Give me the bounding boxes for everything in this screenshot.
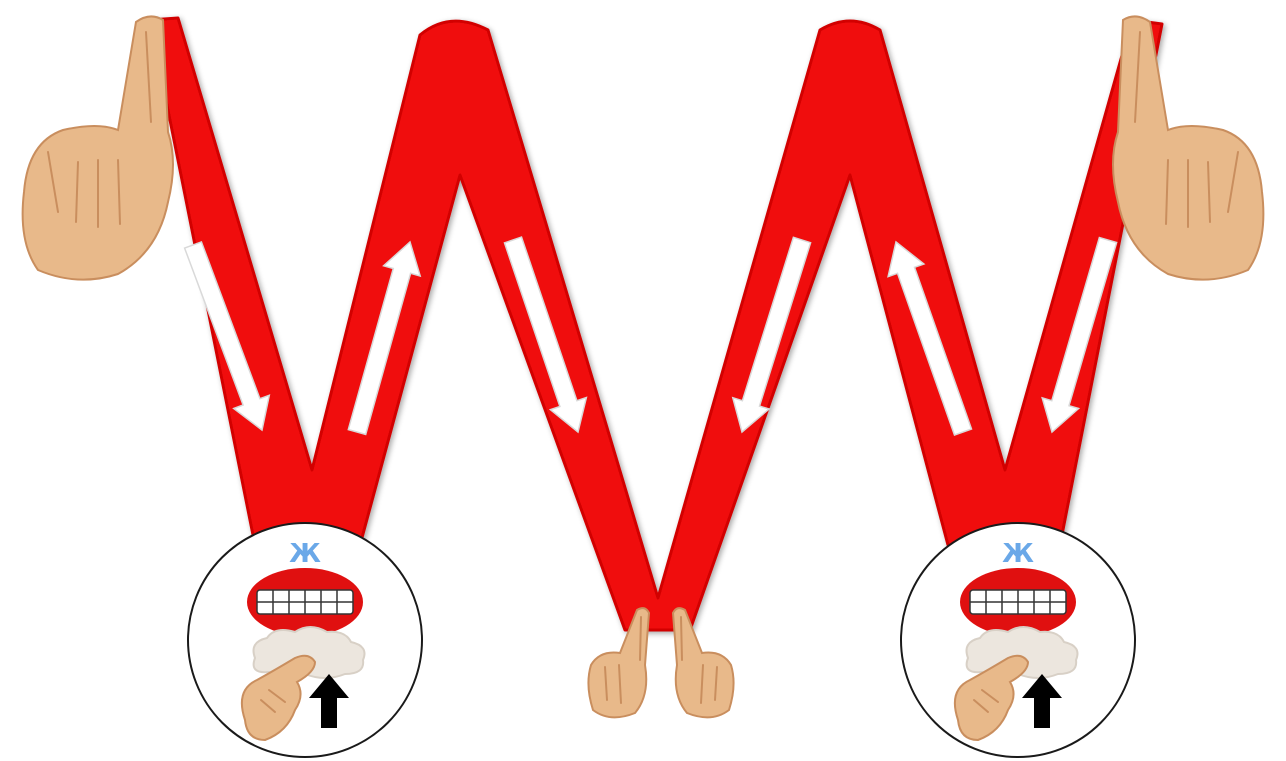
zh-letter-symbol: Ж xyxy=(289,539,321,569)
hand-top-left-icon xyxy=(23,16,173,279)
mouth-teeth-icon xyxy=(247,568,363,636)
hand-bottom-center-left-icon xyxy=(588,608,649,717)
hand-top-right-icon xyxy=(1113,16,1263,279)
mouth-teeth-icon xyxy=(960,568,1076,636)
zh-letter-symbol: Ж xyxy=(1002,539,1034,569)
articulation-badge-left: Ж xyxy=(188,523,422,757)
hand-bottom-center-right-icon xyxy=(673,608,734,717)
articulation-badge-right: Ж xyxy=(901,523,1135,757)
